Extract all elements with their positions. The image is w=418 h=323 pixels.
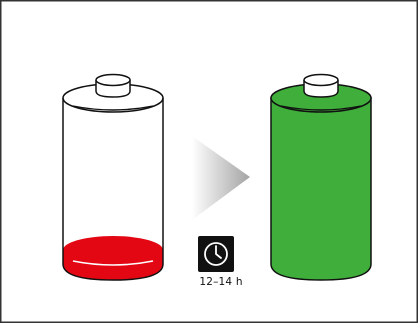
battery-full-terminal-top — [304, 75, 338, 86]
charge-time-label: 12–14 h — [191, 276, 251, 288]
battery-full — [271, 75, 371, 281]
clock-icon — [198, 236, 234, 272]
battery-low-charge-surface — [63, 236, 163, 264]
battery-low-terminal-top — [96, 75, 130, 86]
battery-full-body — [271, 98, 371, 280]
